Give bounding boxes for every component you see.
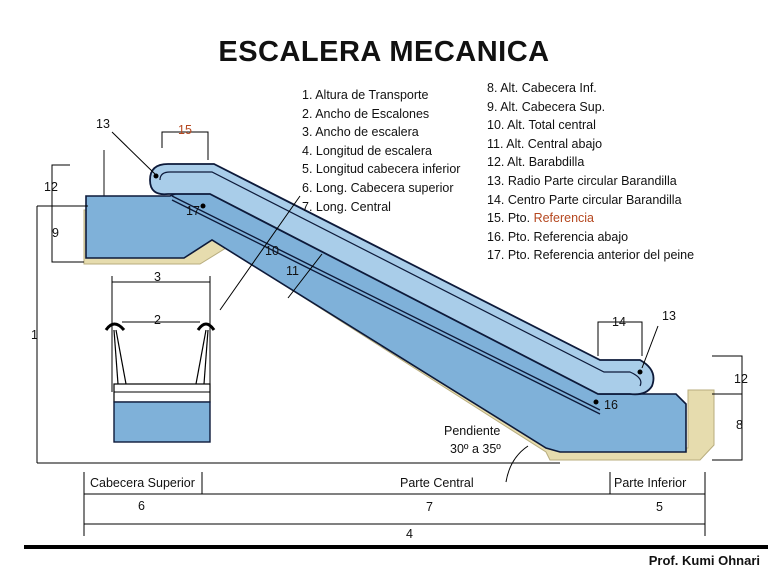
slope-value: 30º a 35º <box>450 442 501 456</box>
label-6: 6 <box>138 499 145 513</box>
label-2: 2 <box>154 313 161 327</box>
legend-item: 2. Ancho de Escalones <box>302 106 430 121</box>
footer-bar <box>24 545 768 549</box>
legend-item: 14. Centro Parte circular Barandilla <box>487 192 682 207</box>
dim-14 <box>597 321 643 356</box>
label-14: 14 <box>612 315 626 329</box>
legend-item: 1. Altura de Transporte <box>302 88 429 102</box>
legend-item-reference: 15. Pto. Referencia <box>487 209 694 228</box>
dim-11 <box>287 253 323 299</box>
legend-item: 6. Long. Cabecera superior <box>302 180 454 195</box>
dim-8 <box>712 393 743 461</box>
author-credit: Prof. Kumi Ohnari <box>648 553 760 568</box>
legend-item: 4. Longitud de escalera <box>302 143 432 158</box>
legend-item: 17. Pto. Referencia anterior del peine <box>487 248 695 263</box>
label-5: 5 <box>656 500 663 514</box>
legend-item: 12. Alt. Barabdilla <box>487 155 585 170</box>
legend-left: 1. Altura de Transporte 2. Ancho de Esca… <box>302 86 460 216</box>
label-16: 16 <box>604 398 618 412</box>
legend-item: 11. Alt. Central abajo <box>487 136 603 151</box>
slope-label: Pendiente <box>444 424 501 438</box>
legend-ref-prefix: 15. Pto. <box>487 211 534 226</box>
cross-section-truss <box>113 401 211 443</box>
label-7: 7 <box>426 500 433 514</box>
legend-item: 3. Ancho de escalera <box>302 125 419 140</box>
cross-section-step <box>113 383 211 403</box>
legend-ref-highlight: Referencia <box>533 211 595 226</box>
balustrade-left-b <box>115 329 127 385</box>
handrail-inner <box>159 171 642 387</box>
balustrade-left-a <box>113 329 119 385</box>
legend-item: 5. Longitud cabecera inferior <box>302 162 461 177</box>
label-17: 17 <box>186 204 200 218</box>
handrail-profile-left <box>104 322 126 332</box>
label-1: 1 <box>31 328 38 342</box>
page-title: ESCALERA MECANICA <box>218 36 550 68</box>
leader-13-bottom <box>641 325 659 369</box>
label-15: 15 <box>178 123 192 137</box>
leader-13-top <box>111 131 156 175</box>
legend-item: 8. Alt. Cabecera Inf. <box>487 81 597 95</box>
section-lower-label: Parte Inferior <box>614 476 687 490</box>
label-12-left: 12 <box>44 180 58 194</box>
slope-arc <box>505 445 529 483</box>
balustrade-right-a <box>195 329 207 385</box>
legend-item: 9. Alt. Cabecera Sup. <box>487 99 606 114</box>
legend-right: 8. Alt. Cabecera Inf. 9. Alt. Cabecera S… <box>487 79 694 265</box>
label-3: 3 <box>154 270 161 284</box>
label-8: 8 <box>736 418 743 432</box>
legend-item: 10. Alt. Total central <box>487 118 596 133</box>
handrail <box>149 163 655 396</box>
dim-15 <box>161 131 209 160</box>
dim-10 <box>219 195 301 311</box>
section-central-label: Parte Central <box>400 476 474 490</box>
legend-item: 7. Long. Central <box>302 199 391 214</box>
legend-item: 16. Pto. Referencia abajo <box>487 229 629 244</box>
point-16-dot <box>593 399 599 405</box>
legend-item: 13. Radio Parte circular Barandilla <box>487 173 677 188</box>
point-17-dot <box>200 203 206 209</box>
label-10: 10 <box>265 244 279 258</box>
label-12-right: 12 <box>734 372 748 386</box>
step-line-a <box>171 195 601 411</box>
circle-center-bottom-dot <box>637 369 643 375</box>
label-13-bottom: 13 <box>662 309 676 323</box>
label-11: 11 <box>286 264 299 278</box>
label-4: 4 <box>406 527 413 541</box>
label-9: 9 <box>52 226 59 240</box>
circle-center-top-dot <box>153 173 159 179</box>
handrail-profile-right <box>196 322 216 331</box>
balustrade-right-b <box>203 329 209 385</box>
label-13-top: 13 <box>96 117 110 131</box>
section-upper-label: Cabecera Superior <box>90 476 195 490</box>
step-line-b <box>171 199 601 415</box>
